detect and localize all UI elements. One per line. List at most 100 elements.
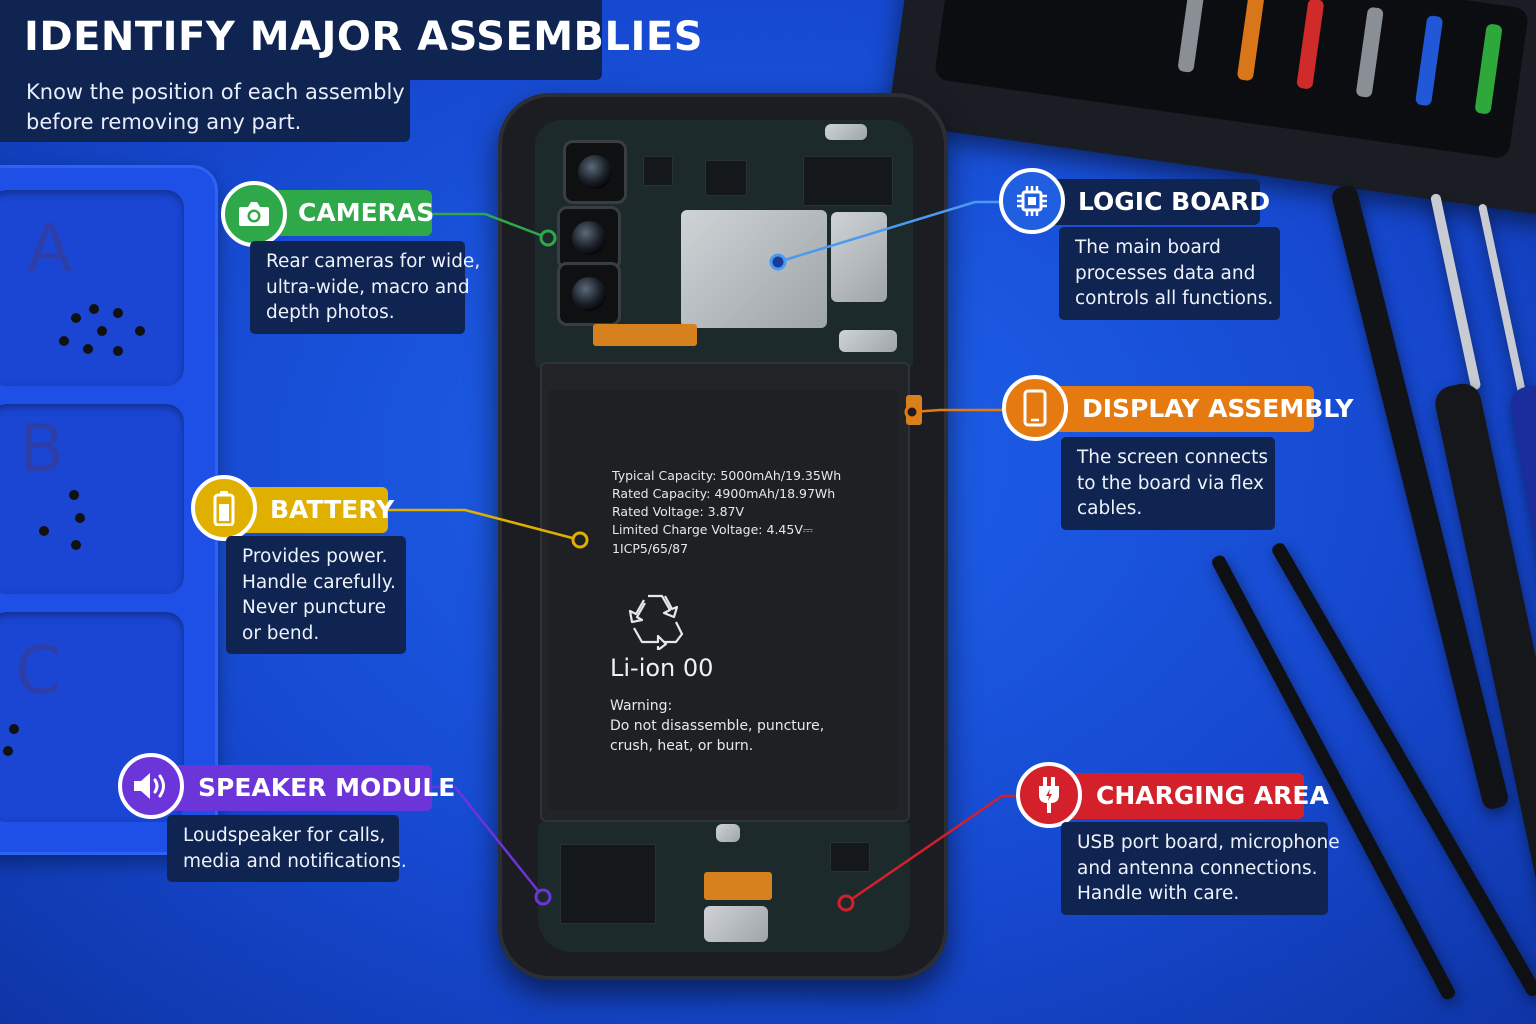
battery-spec-line: Typical Capacity: 5000mAh/19.35Wh [612,468,842,483]
camera-icon [239,202,269,226]
cameras-desc-line: depth photos. [266,302,395,323]
logic-board-desc-line: The main board [1075,237,1221,258]
subtitle-line-2: before removing any part. [26,110,302,134]
charging-icon-badge [1016,762,1082,828]
cameras-icon-badge [221,181,287,247]
header-subtitle: Know the position of each assembly befor… [0,74,410,142]
battery-warning-line: Do not disassemble, puncture, [610,718,825,734]
display-title: DISPLAY ASSEMBLY [1020,386,1353,432]
board-shield-main [681,210,827,328]
sub-board [538,822,910,952]
speaker-desc-line: Loudspeaker for calls, [183,825,386,846]
screw [135,326,145,336]
tray-letter-c: C [15,632,62,709]
screw [75,513,85,523]
tray-letter-a: A [27,210,73,287]
bit-case-inner [933,0,1530,160]
battery-spec-line: Limited Charge Voltage: 4.45V⎓ [612,522,813,537]
battery-warning-title: Warning: [610,698,673,714]
board-chip [705,160,747,196]
recycle-icon [628,594,684,650]
smartphone-icon [1023,389,1047,427]
logic-board-desc-line: controls all functions. [1075,288,1274,309]
screw [9,724,19,734]
battery-chemistry: Li-ion 00 [610,654,714,682]
battery-icon [213,491,235,526]
battery-icon-badge [191,475,257,541]
display-desc-line: cables. [1077,498,1143,519]
rear-camera-2 [557,206,621,270]
speaker-icon [134,773,165,799]
header-banner: IDENTIFY MAJOR ASSEMBLIES [0,0,703,80]
screw [3,746,13,756]
speaker-icon-badge [118,753,184,819]
board-chip [803,156,893,206]
battery-spec-line: Rated Capacity: 4900mAh/18.97Wh [612,486,836,501]
bit [1355,6,1384,98]
display-flex-connector [906,395,922,425]
logic-board-icon-badge [999,168,1065,234]
bit [1236,0,1266,82]
screw-tray: A B C [0,165,218,855]
rear-camera-1 [563,140,627,204]
screw [59,336,69,346]
tray-cell-b: B [0,404,184,594]
screw [69,490,79,500]
battery-label [548,390,898,810]
page-title: IDENTIFY MAJOR ASSEMBLIES [24,14,704,60]
battery-spec-line: Rated Voltage: 3.87V [612,504,745,519]
display-description: The screen connects to the board via fle… [1061,437,1275,530]
bit [1414,14,1444,107]
screwdriver-shaft [1430,192,1482,391]
bit [1296,0,1325,90]
chip-icon [1017,186,1047,216]
display-desc-line: to the board via flex [1077,472,1264,494]
charging-desc-line: and antenna connections. [1077,857,1318,879]
usb-port [704,906,768,942]
rear-camera-3 [557,262,621,326]
flex-cable [593,324,697,346]
battery-warning-line: crush, heat, or burn. [610,738,754,754]
charging-desc-line: Handle with care. [1077,883,1240,904]
board-connector [825,124,867,140]
tray-letter-b: B [19,410,65,487]
screwdriver-shaft [1478,203,1528,401]
speaker-description: Loudspeaker for calls, media and notific… [167,815,407,882]
board-chip [830,842,870,872]
logic-board-desc-line: processes data and [1075,262,1256,284]
charging-description: USB port board, microphone and antenna c… [1061,822,1340,915]
flex-cable [704,872,772,900]
display-desc-line: The screen connects [1077,447,1269,468]
screw [83,344,93,354]
screw [97,326,107,336]
battery-desc-line: Handle carefully. [242,571,396,593]
battery-desc-line: Provides power. [242,546,388,567]
speaker-module [560,844,656,924]
screw [71,540,81,550]
tray-cell-c: C [0,612,184,822]
cameras-description: Rear cameras for wide, ultra-wide, macro… [250,241,481,334]
cameras-desc-line: Rear cameras for wide, [266,251,481,272]
board-connector [839,330,897,352]
screw [39,526,49,536]
logic-board-description: The main board processes data and contro… [1059,227,1280,320]
screw [113,308,123,318]
battery-desc-line: or bend. [242,622,320,644]
screw [71,313,81,323]
display-icon-badge [1002,375,1068,441]
speaker-title: SPEAKER MODULE [136,765,455,811]
speaker-desc-line: media and notifications. [183,850,407,872]
tray-cell-a: A [0,190,184,386]
subtitle-line-1: Know the position of each assembly [26,80,405,104]
board-chip [643,156,673,186]
bit [1177,0,1206,73]
screw [89,304,99,314]
plug-icon [1039,777,1059,813]
bit [1474,23,1503,115]
board-shield-side [831,212,887,302]
battery-desc-line: Never puncture [242,597,386,618]
screw [113,346,123,356]
battery-spec-line: 1ICP5/65/87 [612,541,689,556]
board-connector [716,824,740,842]
charging-desc-line: USB port board, microphone [1077,832,1340,853]
